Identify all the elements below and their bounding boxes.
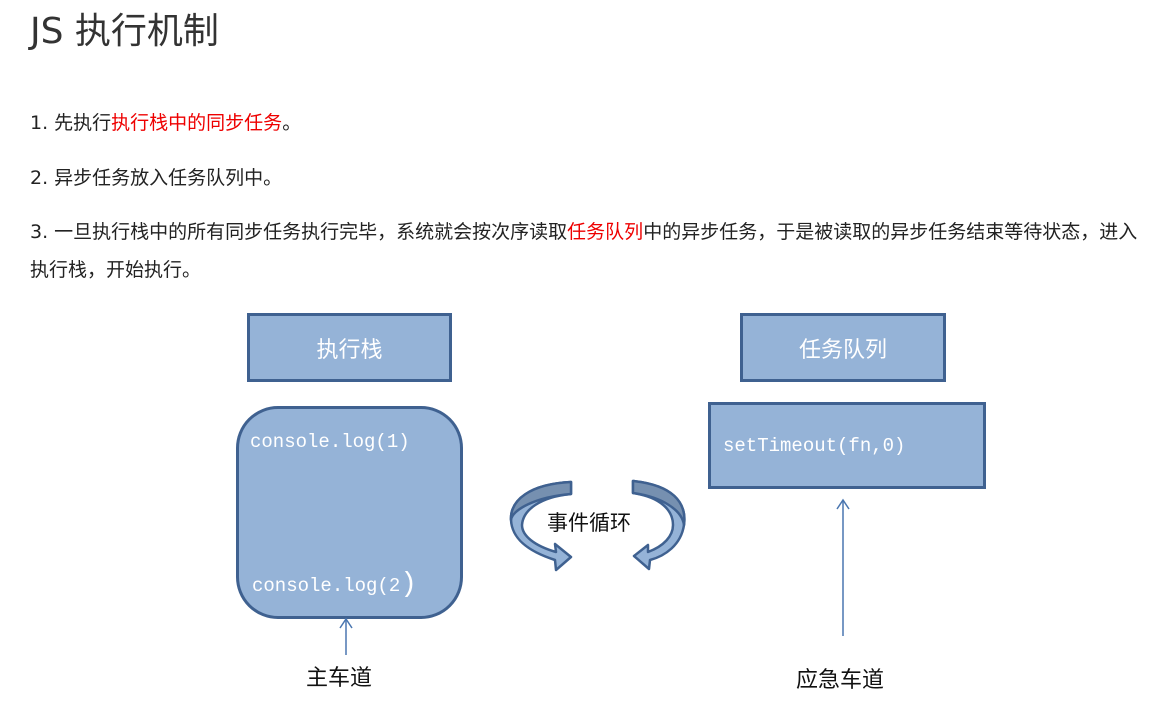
code-line: setTimeout(fn,0) <box>723 435 906 457</box>
highlight: 任务队列 <box>567 221 644 243</box>
execution-stack-box: console.log(1) console.log(2) <box>236 406 463 619</box>
emergency-lane-label: 应急车道 <box>796 668 885 693</box>
text: 3. 一旦执行栈中的所有同步任务执行完毕，系统就会按次序读取 <box>30 221 568 243</box>
up-arrow-icon <box>836 498 850 636</box>
task-queue-box: setTimeout(fn,0) <box>708 402 986 489</box>
text: 中的异步任务，于是被读取的异步任务结束等待状态，进入执行栈，开始执行。 <box>30 221 1138 281</box>
point-1: 1. 先执行执行栈中的同步任务。 <box>30 104 1150 142</box>
main-lane-label: 主车道 <box>306 666 373 691</box>
code-line: console.log(1) <box>250 431 410 453</box>
task-queue-header: 任务队列 <box>740 313 946 382</box>
text: 1. 先执行 <box>30 112 112 134</box>
page-title: JS 执行机制 <box>30 11 219 52</box>
execution-stack-header: 执行栈 <box>247 313 452 382</box>
cycle-arrow-icon <box>509 479 686 572</box>
event-loop-label: 事件循环 <box>547 511 631 535</box>
up-arrow-icon <box>339 617 353 655</box>
highlight: 执行栈中的同步任务 <box>111 112 283 134</box>
code-line: console.log(2) <box>252 569 417 600</box>
point-3: 3. 一旦执行栈中的所有同步任务执行完毕，系统就会按次序读取任务队列中的异步任务… <box>30 213 1150 289</box>
code-text: console.log(2 <box>252 575 401 597</box>
point-2: 2. 异步任务放入任务队列中。 <box>30 167 283 189</box>
text: 。 <box>282 112 302 134</box>
code-paren: ) <box>400 569 418 600</box>
